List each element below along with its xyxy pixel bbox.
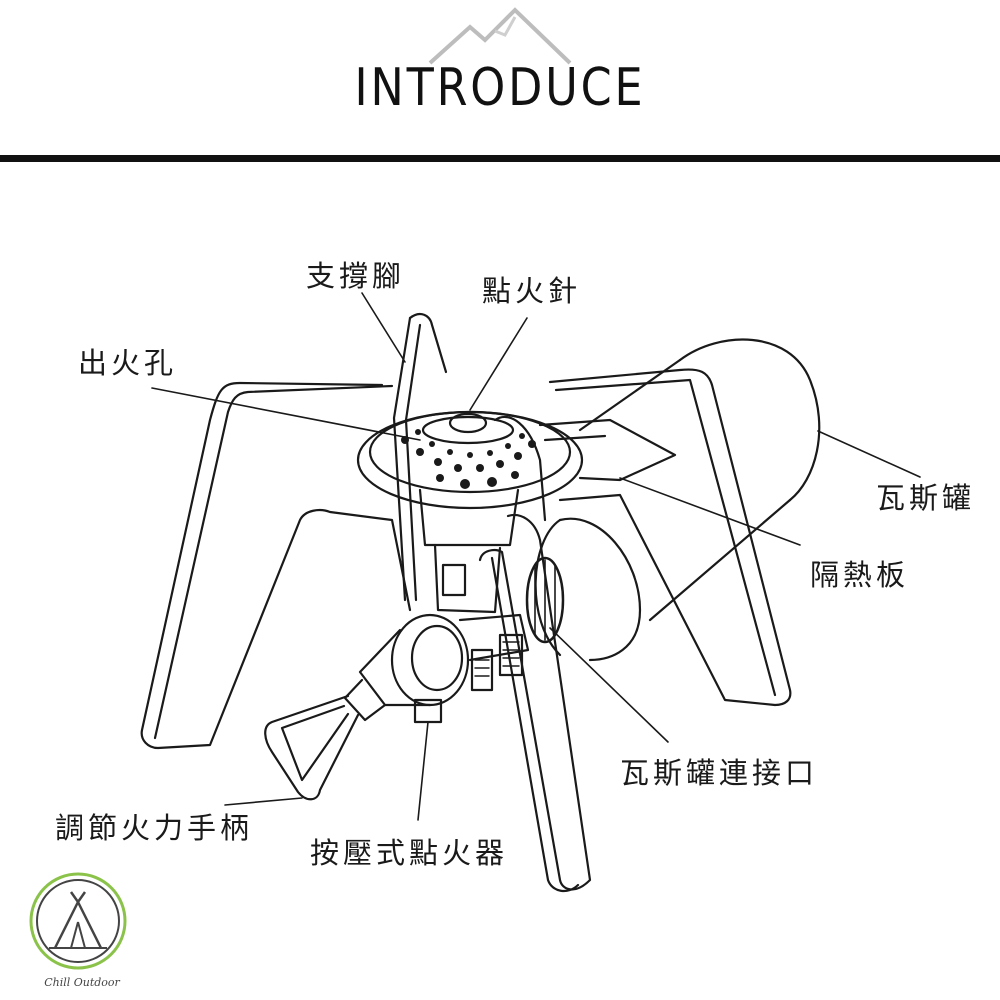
label-igniter-needle: 點火針 <box>482 268 581 310</box>
brand-name: Chill Outdoor <box>27 976 137 989</box>
label-gas-canister: 瓦斯罐 <box>876 475 975 517</box>
label-burner-holes: 出火孔 <box>78 340 177 382</box>
tent-icon <box>27 870 129 972</box>
label-heat-shield: 隔熱板 <box>810 552 909 594</box>
canister-connector-shape <box>527 558 563 642</box>
burner-holes-pattern <box>401 429 536 489</box>
flame-adjust-handle-shape <box>265 615 468 799</box>
igniter-needle-shape <box>495 417 545 520</box>
brand-logo: Chill Outdoor <box>27 870 129 976</box>
label-support-legs: 支撐腳 <box>306 253 405 295</box>
label-flame-adjust-handle: 調節火力手柄 <box>55 805 253 847</box>
heat-shield-shape <box>540 420 675 480</box>
label-canister-connector: 瓦斯罐連接口 <box>620 750 818 792</box>
burner-head-shape <box>358 412 582 612</box>
label-piezo-igniter: 按壓式點火器 <box>310 830 508 872</box>
